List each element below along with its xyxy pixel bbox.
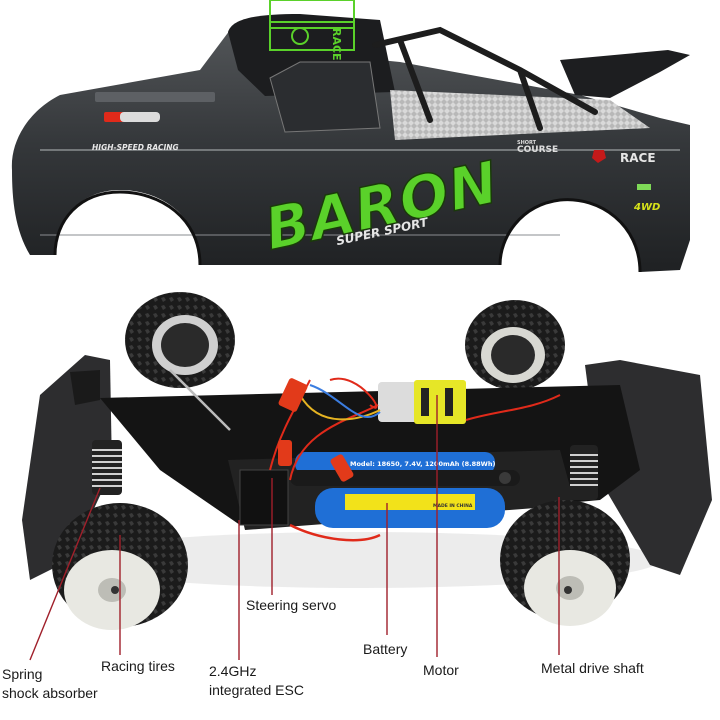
callout-motor-text: Motor [423,662,459,678]
4wd-badge-text: 4WD [633,202,660,213]
leader-lines [29,395,560,661]
short-text: SHORT [517,140,537,146]
callout-racing-tires-text: Racing tires [101,658,175,674]
callout-steering-servo-text: Steering servo [246,597,337,613]
side-decal-text: HIGH-SPEED RACING [92,143,179,152]
roof-badge-text: RACE [330,28,343,61]
rear-right-front-wheel [500,500,630,626]
battery-origin-text: MADE IN CHINA [433,503,473,509]
callout-spring-shock: Spring shock absorber [2,665,98,703]
car-body-shell: RACE HIGH-SPEED RACING BARON SUPER SPORT… [11,0,690,273]
rear-race-text: RACE [620,151,656,165]
roof-logo-icon [291,27,309,45]
front-bumper [22,355,112,580]
front-shock-absorber [92,440,122,495]
callout-spring-shock-line1: Spring [2,666,43,682]
esc-receiver [239,469,289,526]
rear-shock-absorber [570,445,598,500]
callout-drive-shaft: Metal drive shaft [541,659,644,678]
wires-red [269,377,561,481]
callout-drive-shaft-text: Metal drive shaft [541,660,644,676]
callout-esc-line2: integrated ESC [209,682,304,698]
roof-badge-frame [269,0,355,29]
callout-battery-text: Battery [363,641,408,657]
race-logo-icon [592,150,606,163]
green-badge [637,184,651,190]
callout-battery: Battery [363,640,407,659]
callout-racing-tires: Racing tires [101,657,175,676]
body-silhouette [11,17,690,272]
jst-connector [278,378,308,412]
battery-spec-text: Model: 18650, 7.4V, 1200mAh (8.88Wh) [350,460,495,468]
callout-esc: 2.4GHz integrated ESC [209,662,304,700]
callout-motor: Motor [423,661,459,680]
hood-vent [95,92,215,102]
battery-pack: Model: 18650, 7.4V, 1200mAh (8.88Wh) MAD… [290,452,520,528]
leader-spring-shock [29,487,101,661]
course-text: COURSE [517,145,558,155]
callout-spring-shock-line2: shock absorber [2,685,98,701]
rear-left-wheel [125,292,235,388]
callout-steering-servo: Steering servo [246,596,336,615]
truck-bed [390,90,650,140]
motor [378,380,466,424]
side-window [269,61,381,133]
roll-bar [372,26,598,131]
callout-esc-line1: 2.4GHz [209,663,257,679]
rear-right-wheel [465,300,565,390]
rear-wing [560,50,690,98]
